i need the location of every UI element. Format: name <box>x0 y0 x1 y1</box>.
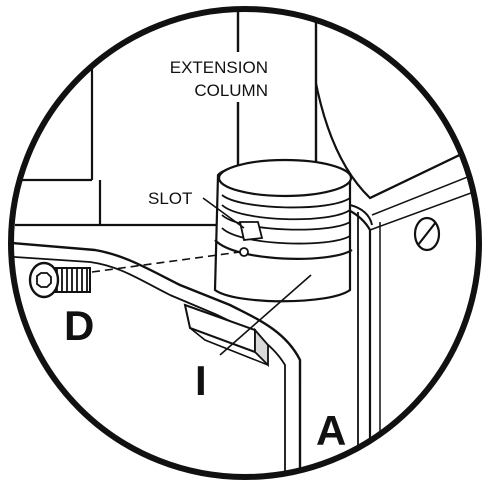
column-label-background <box>140 52 272 102</box>
slot-leader-line <box>202 197 245 229</box>
leader-line-i <box>219 274 312 356</box>
callout-a-label: A <box>316 407 346 454</box>
extension-column-label-line2: COLUMN <box>194 81 268 100</box>
callout-d-label: D <box>64 302 94 349</box>
collar-ring <box>213 158 353 303</box>
screw-d <box>28 261 91 299</box>
slot-label: SLOT <box>148 189 192 208</box>
alignment-dashed-line <box>91 251 241 273</box>
callout-i-label: I <box>195 357 207 404</box>
extension-column-label-line1: EXTENSION <box>170 58 268 77</box>
detail-magnifier-circle <box>8 6 482 480</box>
side-panel-screw-hole <box>413 216 441 252</box>
